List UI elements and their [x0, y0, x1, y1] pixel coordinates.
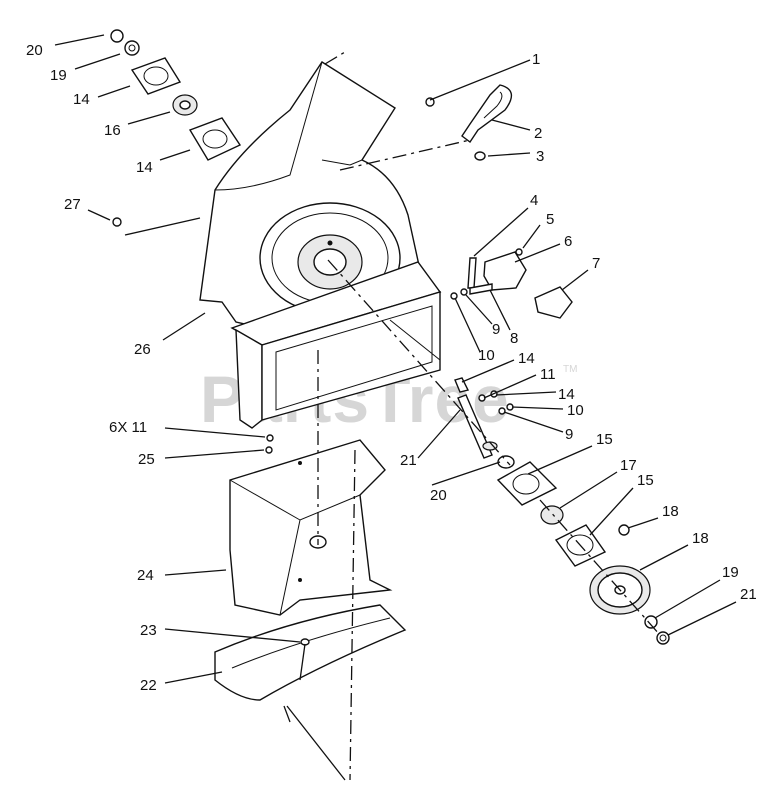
callout-17: 18 — [692, 530, 709, 547]
callout-26: 26 — [134, 341, 151, 358]
handle-assembly — [425, 84, 513, 161]
callout-19: 21 — [740, 586, 757, 603]
callout-23: 23 — [140, 622, 157, 639]
callout-18: 19 — [50, 67, 67, 84]
blower-housing — [199, 61, 442, 429]
callout-7: 7 — [592, 255, 600, 272]
callout-14: 14 — [136, 159, 153, 176]
watermark-trademark: TM — [563, 364, 577, 375]
callout-2: 2 — [534, 125, 542, 142]
callout-9: 9 — [492, 321, 500, 338]
top-spindle-assembly — [110, 29, 242, 161]
callout-22: 22 — [140, 677, 157, 694]
callout-10: 10 — [478, 347, 495, 364]
center-lines — [317, 51, 661, 781]
deflector — [214, 604, 407, 701]
leader-lines — [54, 34, 737, 781]
callout-3: 3 — [536, 148, 544, 165]
callout-13: 14 — [518, 350, 535, 367]
callout-1: 1 — [532, 51, 540, 68]
small-hardware — [112, 217, 274, 454]
callout-9: 9 — [565, 426, 573, 443]
callout-4: 4 — [530, 192, 538, 209]
callout-5: 5 — [546, 211, 554, 228]
callout-24: 24 — [137, 567, 154, 584]
callout-14: 14 — [73, 91, 90, 108]
callout-25: 25 — [138, 451, 155, 468]
callout-16: 18 — [662, 503, 679, 520]
callout-6: 6 — [564, 233, 572, 250]
callout-18: 19 — [722, 564, 739, 581]
callout-21: 21 — [400, 452, 417, 469]
callout-15: 17 — [620, 457, 637, 474]
callout-labels: 20 19 14 16 14 1 2 3 4 5 6 7 8 9 10 14 1… — [26, 42, 757, 694]
callout-14: 15 — [637, 472, 654, 489]
callout-6x-11: 6X 11 — [109, 419, 147, 436]
discharge-chute — [229, 439, 393, 616]
right-bracket-parts — [450, 248, 573, 415]
callout-11: 11 — [540, 366, 556, 383]
callout-8: 8 — [510, 330, 518, 347]
callout-27: 27 — [64, 196, 81, 213]
callout-14: 15 — [596, 431, 613, 448]
callout-19: 20 — [26, 42, 43, 59]
callout-10: 10 — [567, 402, 584, 419]
callout-15: 16 — [104, 122, 121, 139]
callout-12: 14 — [558, 386, 575, 403]
callout-20: 20 — [430, 487, 447, 504]
